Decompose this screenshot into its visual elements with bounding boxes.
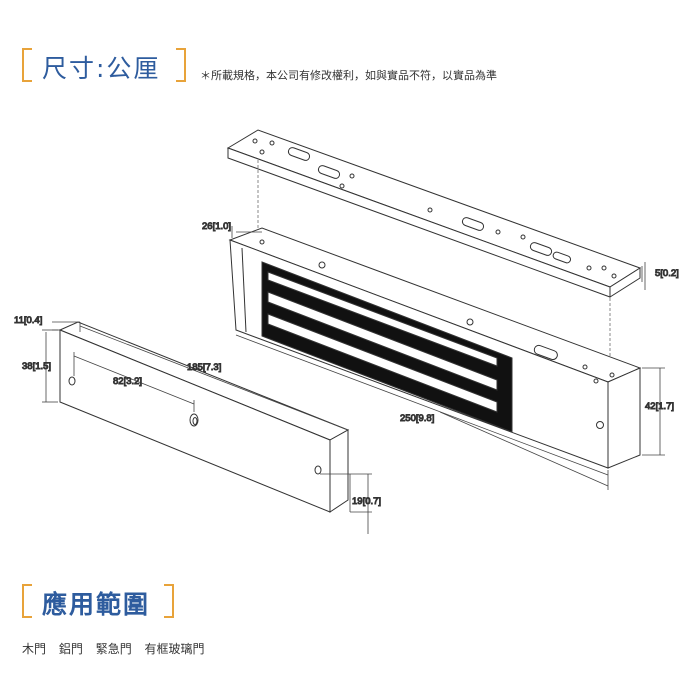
dim-bracket-length: 185[7.3]: [187, 362, 221, 373]
bracket-left: [22, 48, 32, 82]
dim-bracket-height: 38[1.5]: [22, 361, 51, 372]
application-item: 木門: [22, 642, 47, 656]
disclaimer-note: ＊所載規格，本公司有修改權利，如與實品不符，以實品為準: [200, 69, 497, 82]
dim-plate-thickness: 5[0.2]: [655, 268, 679, 279]
magnet-body: [228, 227, 642, 469]
application-item: 有框玻璃門: [144, 642, 205, 656]
dim-hole-offset: 19[0.7]: [352, 496, 381, 507]
bracket-left-2: [22, 584, 32, 618]
dim-magnet-length: 250[9.8]: [400, 413, 434, 424]
dimensions-title: 尺寸:公厘: [42, 54, 161, 83]
dim-magnet-height: 42[1.7]: [645, 401, 674, 412]
dim-hole-spacing: 82[3.2]: [113, 376, 142, 387]
bracket-right: [176, 48, 186, 82]
application-title: 應用範圍: [42, 590, 151, 619]
maglock-dimension-drawing: 26[1.0] 5[0.2] 11[0.4] 38[1.5] 185[7.3] …: [14, 129, 679, 534]
bracket-right-2: [164, 584, 174, 618]
armature-plate: [226, 129, 642, 298]
application-item: 鋁門: [58, 642, 83, 656]
application-item: 緊急門: [95, 642, 132, 656]
mounting-bracket: [58, 321, 350, 513]
application-list: 木門 鋁門 緊急門 有框玻璃門: [22, 640, 214, 657]
dim-bracket-depth: 11[0.4]: [14, 315, 42, 326]
dim-plate-width: 26[1.0]: [202, 221, 231, 232]
dimension-lines: [42, 226, 665, 534]
